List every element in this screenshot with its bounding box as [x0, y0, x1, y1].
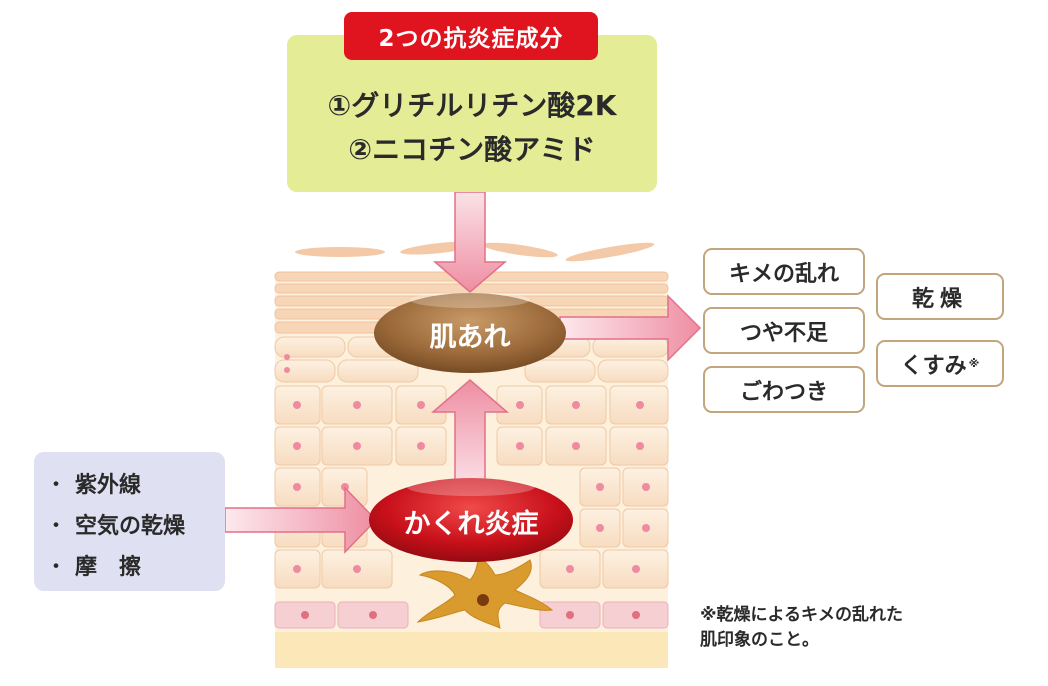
skin-roughness-label: 肌あれ [429, 321, 511, 353]
footnote-line-2: 肌印象のこと。 [700, 630, 819, 650]
cause-label: 紫外線 [75, 473, 142, 498]
symptom-dryness: 乾燥 [876, 273, 1004, 320]
symptom-dullness-label: くすみ [900, 353, 967, 379]
cause-label: 空気の乾燥 [75, 514, 186, 539]
cell-nuclei [284, 354, 650, 573]
cause-friction: ・摩 擦 [45, 549, 141, 581]
ingredient-glycyrrhizinate: ①グリチルリチン酸2K [327, 89, 617, 122]
causes-box [34, 452, 225, 591]
cause-dry-air: ・空気の乾燥 [45, 508, 185, 540]
cause-label: 摩 擦 [75, 555, 142, 580]
hidden-inflammation-label: かくれ炎症 [403, 508, 539, 540]
arrow-ingredients-to-skin-roughness [432, 191, 508, 293]
arrow-skin-roughness-to-symptoms [559, 294, 702, 362]
ingredient-niacinamide: ②ニコチン酸アミド [348, 133, 596, 166]
ingredients-box [287, 35, 657, 192]
ingredients-label: 2つの抗炎症成分 [344, 12, 598, 60]
symptom-texture-disorder: キメの乱れ [703, 248, 865, 295]
basal-nuclei [301, 611, 640, 619]
melanocyte-nucleus [477, 594, 489, 606]
footnote-mark: ※ [968, 357, 980, 370]
oval-skin-roughness [374, 293, 566, 373]
arrow-inflammation-to-skin-roughness [430, 379, 510, 489]
arrow-causes-to-inflammation [224, 486, 378, 554]
footnote-line-1: ※乾燥によるキメの乱れた [700, 605, 904, 625]
bullet: ・ [45, 555, 68, 580]
symptom-roughness: ごわつき [703, 366, 865, 413]
melanocyte [416, 553, 554, 629]
bullet: ・ [45, 514, 68, 539]
symptom-dullness: くすみ※ [876, 340, 1004, 387]
cause-uv: ・紫外線 [45, 467, 141, 499]
symptom-lack-of-luster: つや不足 [703, 307, 865, 354]
oval-hidden-inflammation [369, 478, 573, 562]
dermis-layer [275, 632, 668, 668]
bullet: ・ [45, 473, 68, 498]
